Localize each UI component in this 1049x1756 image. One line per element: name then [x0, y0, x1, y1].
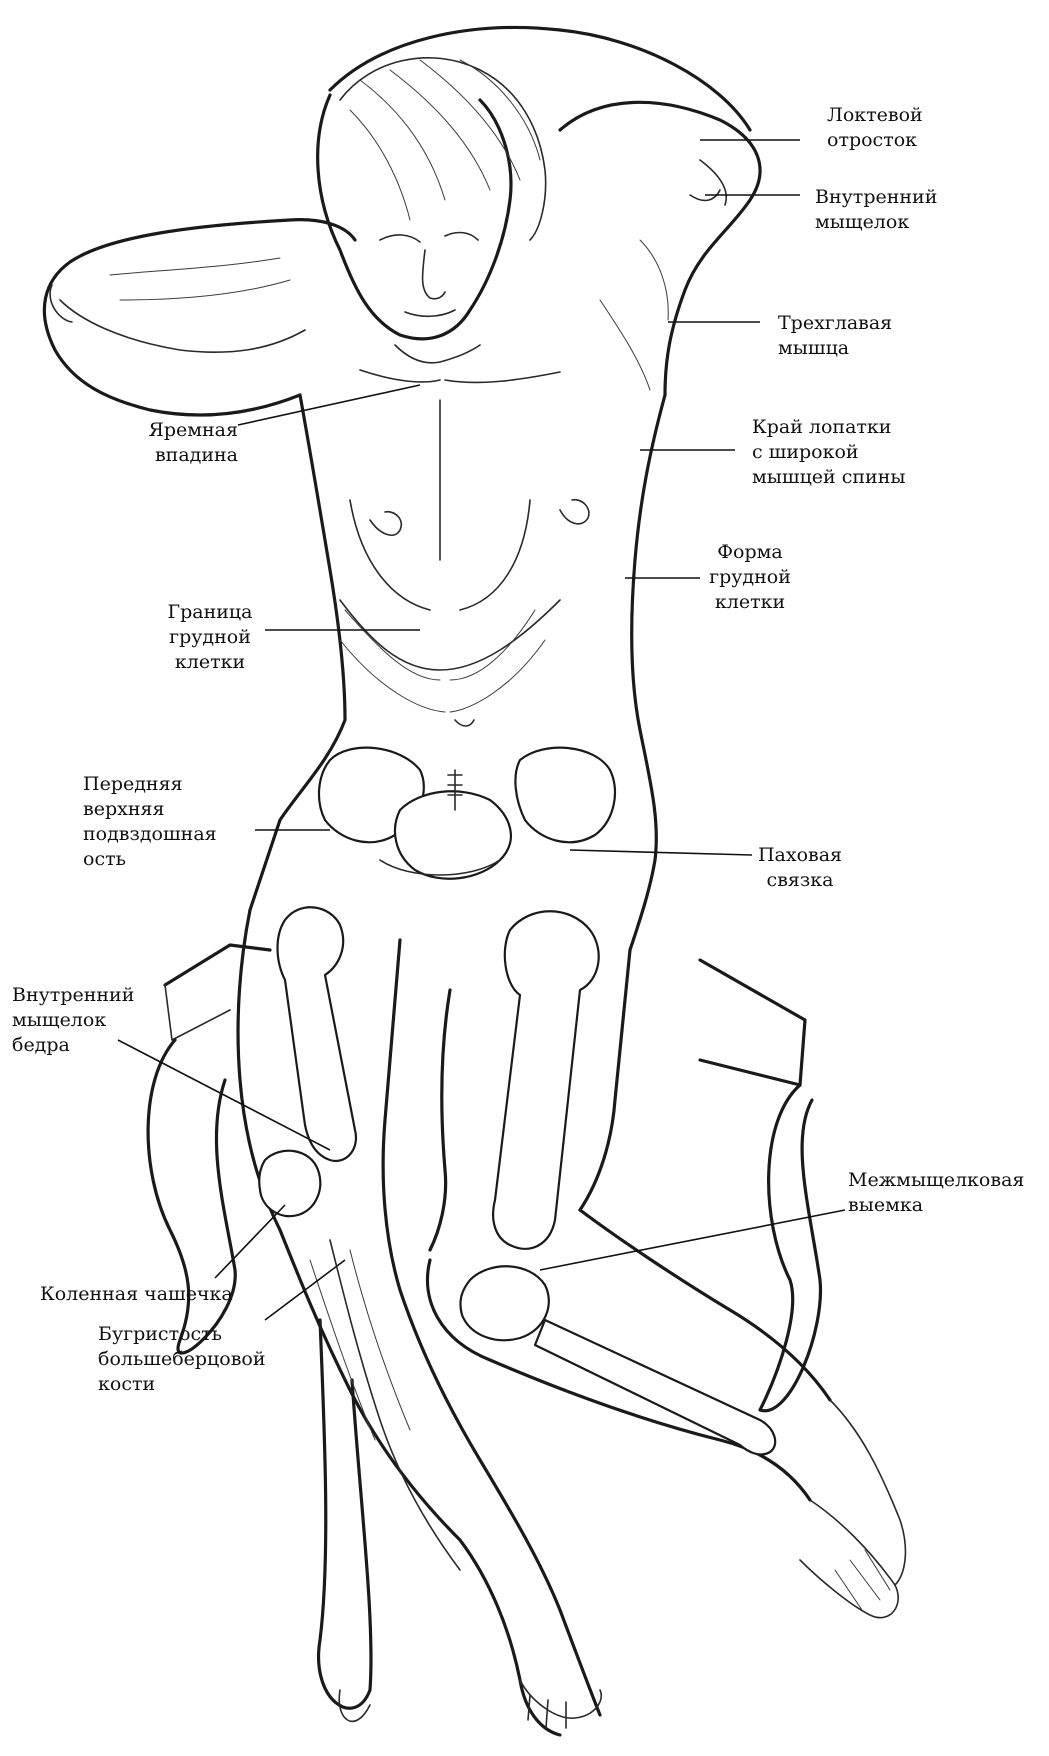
right-raised-arm — [330, 28, 760, 396]
leader-lines — [118, 140, 845, 1320]
right-leg — [428, 911, 906, 1617]
head — [318, 58, 546, 339]
leader-tibial-tuberosity — [265, 1260, 345, 1320]
label-patella: Коленная чашечка — [40, 1282, 233, 1307]
pelvis — [319, 748, 615, 879]
leader-intercondylar — [540, 1210, 845, 1270]
leader-inguinal — [570, 850, 752, 855]
left-raised-arm — [44, 220, 355, 415]
